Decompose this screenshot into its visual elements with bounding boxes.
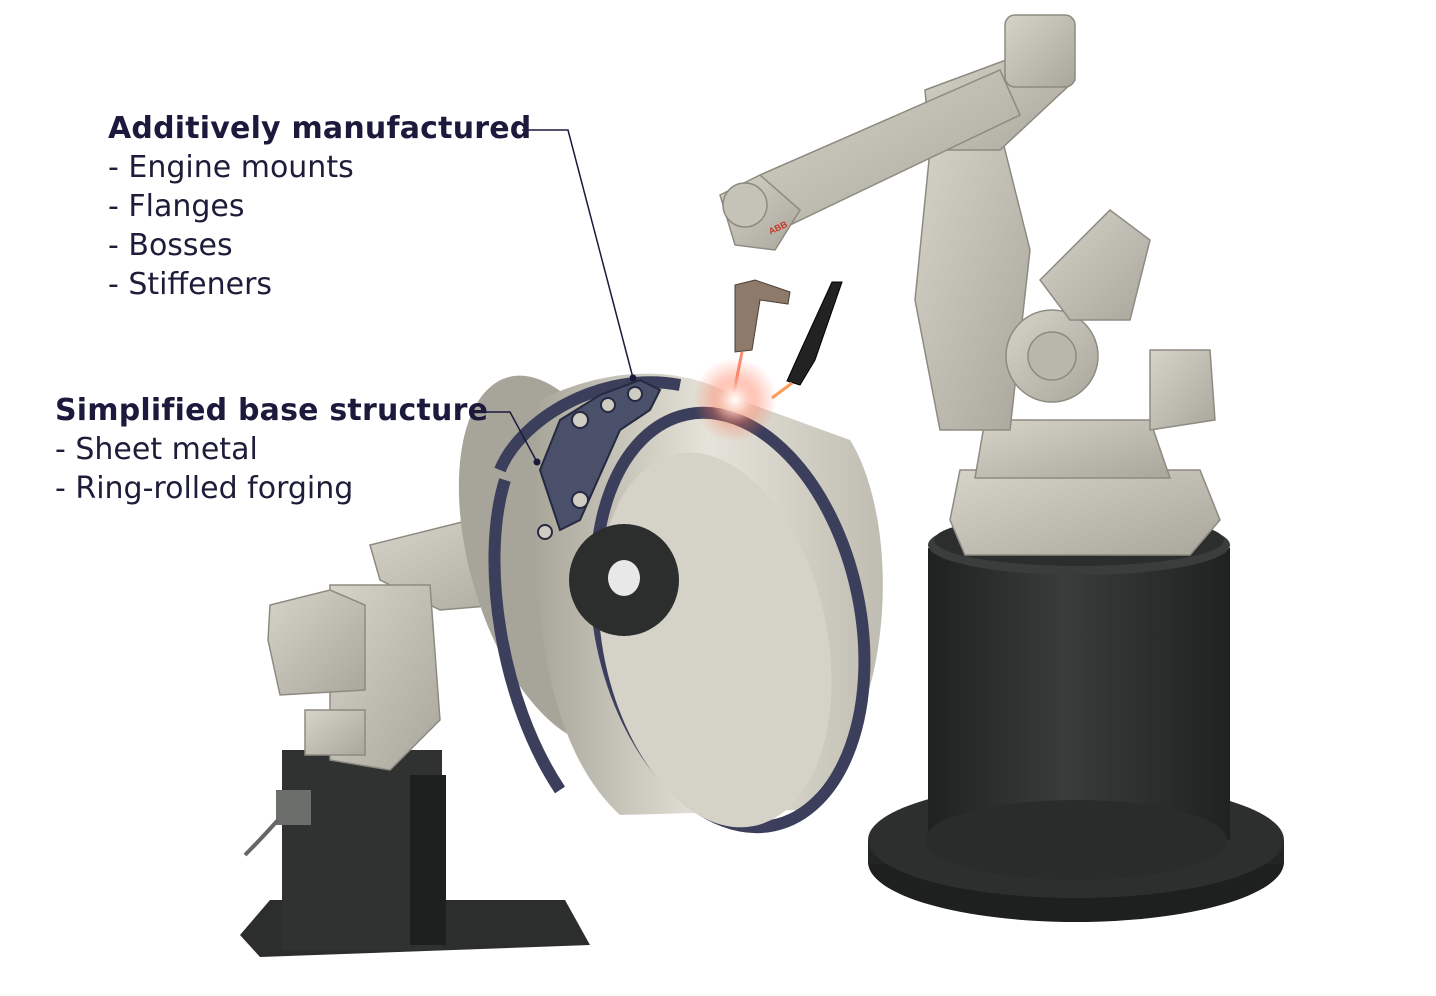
callout-additive-item: - Bosses bbox=[108, 228, 233, 263]
weld-glow bbox=[693, 358, 777, 442]
callout-additive-item: - Stiffeners bbox=[108, 267, 273, 302]
callout-base: Simplified base structure - Sheet metal … bbox=[55, 392, 488, 508]
robot-pedestal bbox=[868, 514, 1284, 922]
callout-base-title: Simplified base structure bbox=[55, 393, 489, 428]
fixture-disc bbox=[569, 524, 679, 636]
callout-additive-title: Additively manufactured bbox=[108, 111, 532, 146]
callout-additive: Additively manufactured - Engine mounts … bbox=[108, 110, 531, 304]
callout-base-item: - Sheet metal bbox=[55, 432, 258, 467]
leader-dot-additive bbox=[629, 374, 637, 382]
am-features bbox=[537, 378, 662, 540]
callout-base-item: - Ring-rolled forging bbox=[55, 471, 354, 506]
positioner-base bbox=[240, 750, 590, 957]
industrial-robot-arm bbox=[719, 14, 1221, 556]
callout-additive-item: - Engine mounts bbox=[108, 150, 354, 185]
leader-line-additive bbox=[522, 129, 634, 379]
callout-additive-item: - Flanges bbox=[108, 189, 245, 224]
leader-dot-base bbox=[533, 458, 541, 466]
leader-line-base bbox=[474, 411, 538, 463]
